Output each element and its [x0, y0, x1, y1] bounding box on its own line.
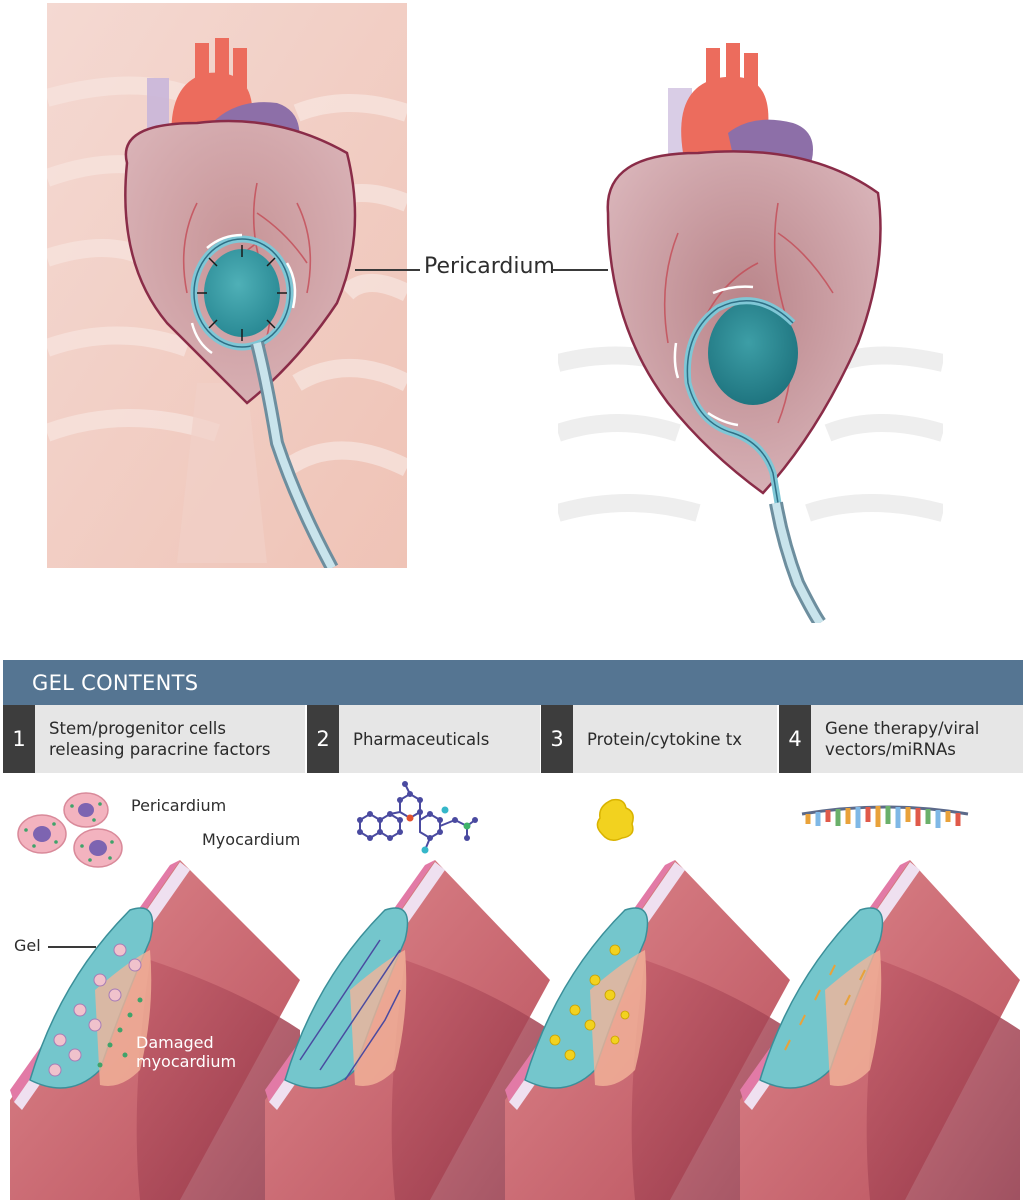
- category-number: 3: [541, 705, 573, 773]
- pericardium-leader-left: [355, 269, 420, 271]
- molecule-icon: [357, 781, 478, 854]
- gel-label: Gel: [14, 936, 41, 955]
- heart-right-svg: [558, 3, 943, 623]
- myocardium-label: Myocardium: [202, 830, 301, 849]
- category-number: 1: [3, 705, 35, 773]
- category-2: 2 Pharmaceuticals: [307, 705, 540, 773]
- pericardium-leader-right: [552, 269, 608, 271]
- category-4: 4 Gene therapy/viral vectors/miRNAs: [779, 705, 1023, 773]
- protein-icon: [596, 798, 634, 841]
- category-label-text: Gene therapy/viral vectors/miRNAs: [825, 719, 980, 759]
- pericardium-label: Pericardium: [131, 796, 227, 815]
- heart-left-svg: [47, 3, 407, 568]
- cross-section-1: [10, 860, 300, 1200]
- damaged-myocardium-label: Damaged myocardium: [136, 1033, 237, 1071]
- category-3: 3 Protein/cytokine tx: [541, 705, 777, 773]
- stem-cells-icon: [17, 792, 123, 868]
- category-number: 2: [307, 705, 339, 773]
- category-label: Stem/progenitor cells releasing paracrin…: [35, 705, 305, 773]
- category-label: Gene therapy/viral vectors/miRNAs: [811, 705, 1023, 773]
- pericardium-callout: Pericardium: [424, 254, 555, 279]
- category-label: Pharmaceuticals: [339, 705, 540, 773]
- category-label-text: Protein/cytokine tx: [587, 729, 743, 749]
- category-label: Protein/cytokine tx: [573, 705, 777, 773]
- rna-strand-icon: [801, 805, 969, 828]
- heart-illustration-left: [47, 3, 407, 568]
- category-number: 4: [779, 705, 811, 773]
- category-1: 1 Stem/progenitor cells releasing paracr…: [3, 705, 305, 773]
- gel-contents-header: GEL CONTENTS: [3, 660, 1023, 705]
- cross-sections: [10, 860, 1020, 1200]
- gel-leader: [48, 946, 96, 948]
- category-label-text: Stem/progenitor cells releasing paracrin…: [49, 719, 271, 759]
- cross-section-4: [740, 860, 1020, 1200]
- category-label-text: Pharmaceuticals: [353, 729, 490, 749]
- heart-illustration-right: [558, 3, 943, 623]
